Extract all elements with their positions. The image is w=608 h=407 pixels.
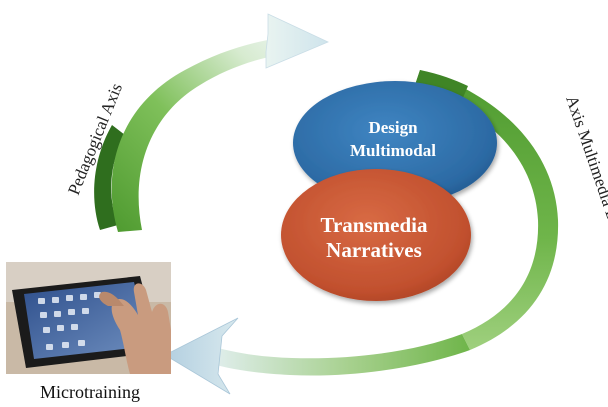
tablet-app-icons xyxy=(38,292,101,350)
ribbon-main-top xyxy=(111,36,300,232)
transmedia-narratives-line1: Transmedia xyxy=(321,213,428,237)
top-arrowhead xyxy=(265,13,329,69)
multimedia-axis-ribbon xyxy=(414,70,559,350)
hand xyxy=(111,283,171,374)
multimedia-design-axis-label: Axis Multimedia Design xyxy=(562,93,608,259)
pedagogical-axis-ribbon xyxy=(94,13,329,232)
design-multimodal-line2: Multimodal xyxy=(350,141,436,160)
ribbon-main-bottom xyxy=(205,334,470,376)
bottom-arrowhead xyxy=(164,317,239,395)
bottom-return-ribbon xyxy=(164,317,470,395)
microtraining-caption: Microtraining xyxy=(40,382,140,402)
ribbon-main-right xyxy=(414,70,559,350)
center-ellipses: Design Multimodal Transmedia Narratives xyxy=(281,81,497,301)
finger xyxy=(99,291,124,306)
ribbon-fold-right xyxy=(414,70,468,100)
transmedia-narratives-line2: Narratives xyxy=(326,238,422,262)
design-multimodal-line1: Design xyxy=(368,118,418,137)
tablet-photo xyxy=(6,262,171,374)
transmedia-narratives-ellipse xyxy=(281,169,471,301)
